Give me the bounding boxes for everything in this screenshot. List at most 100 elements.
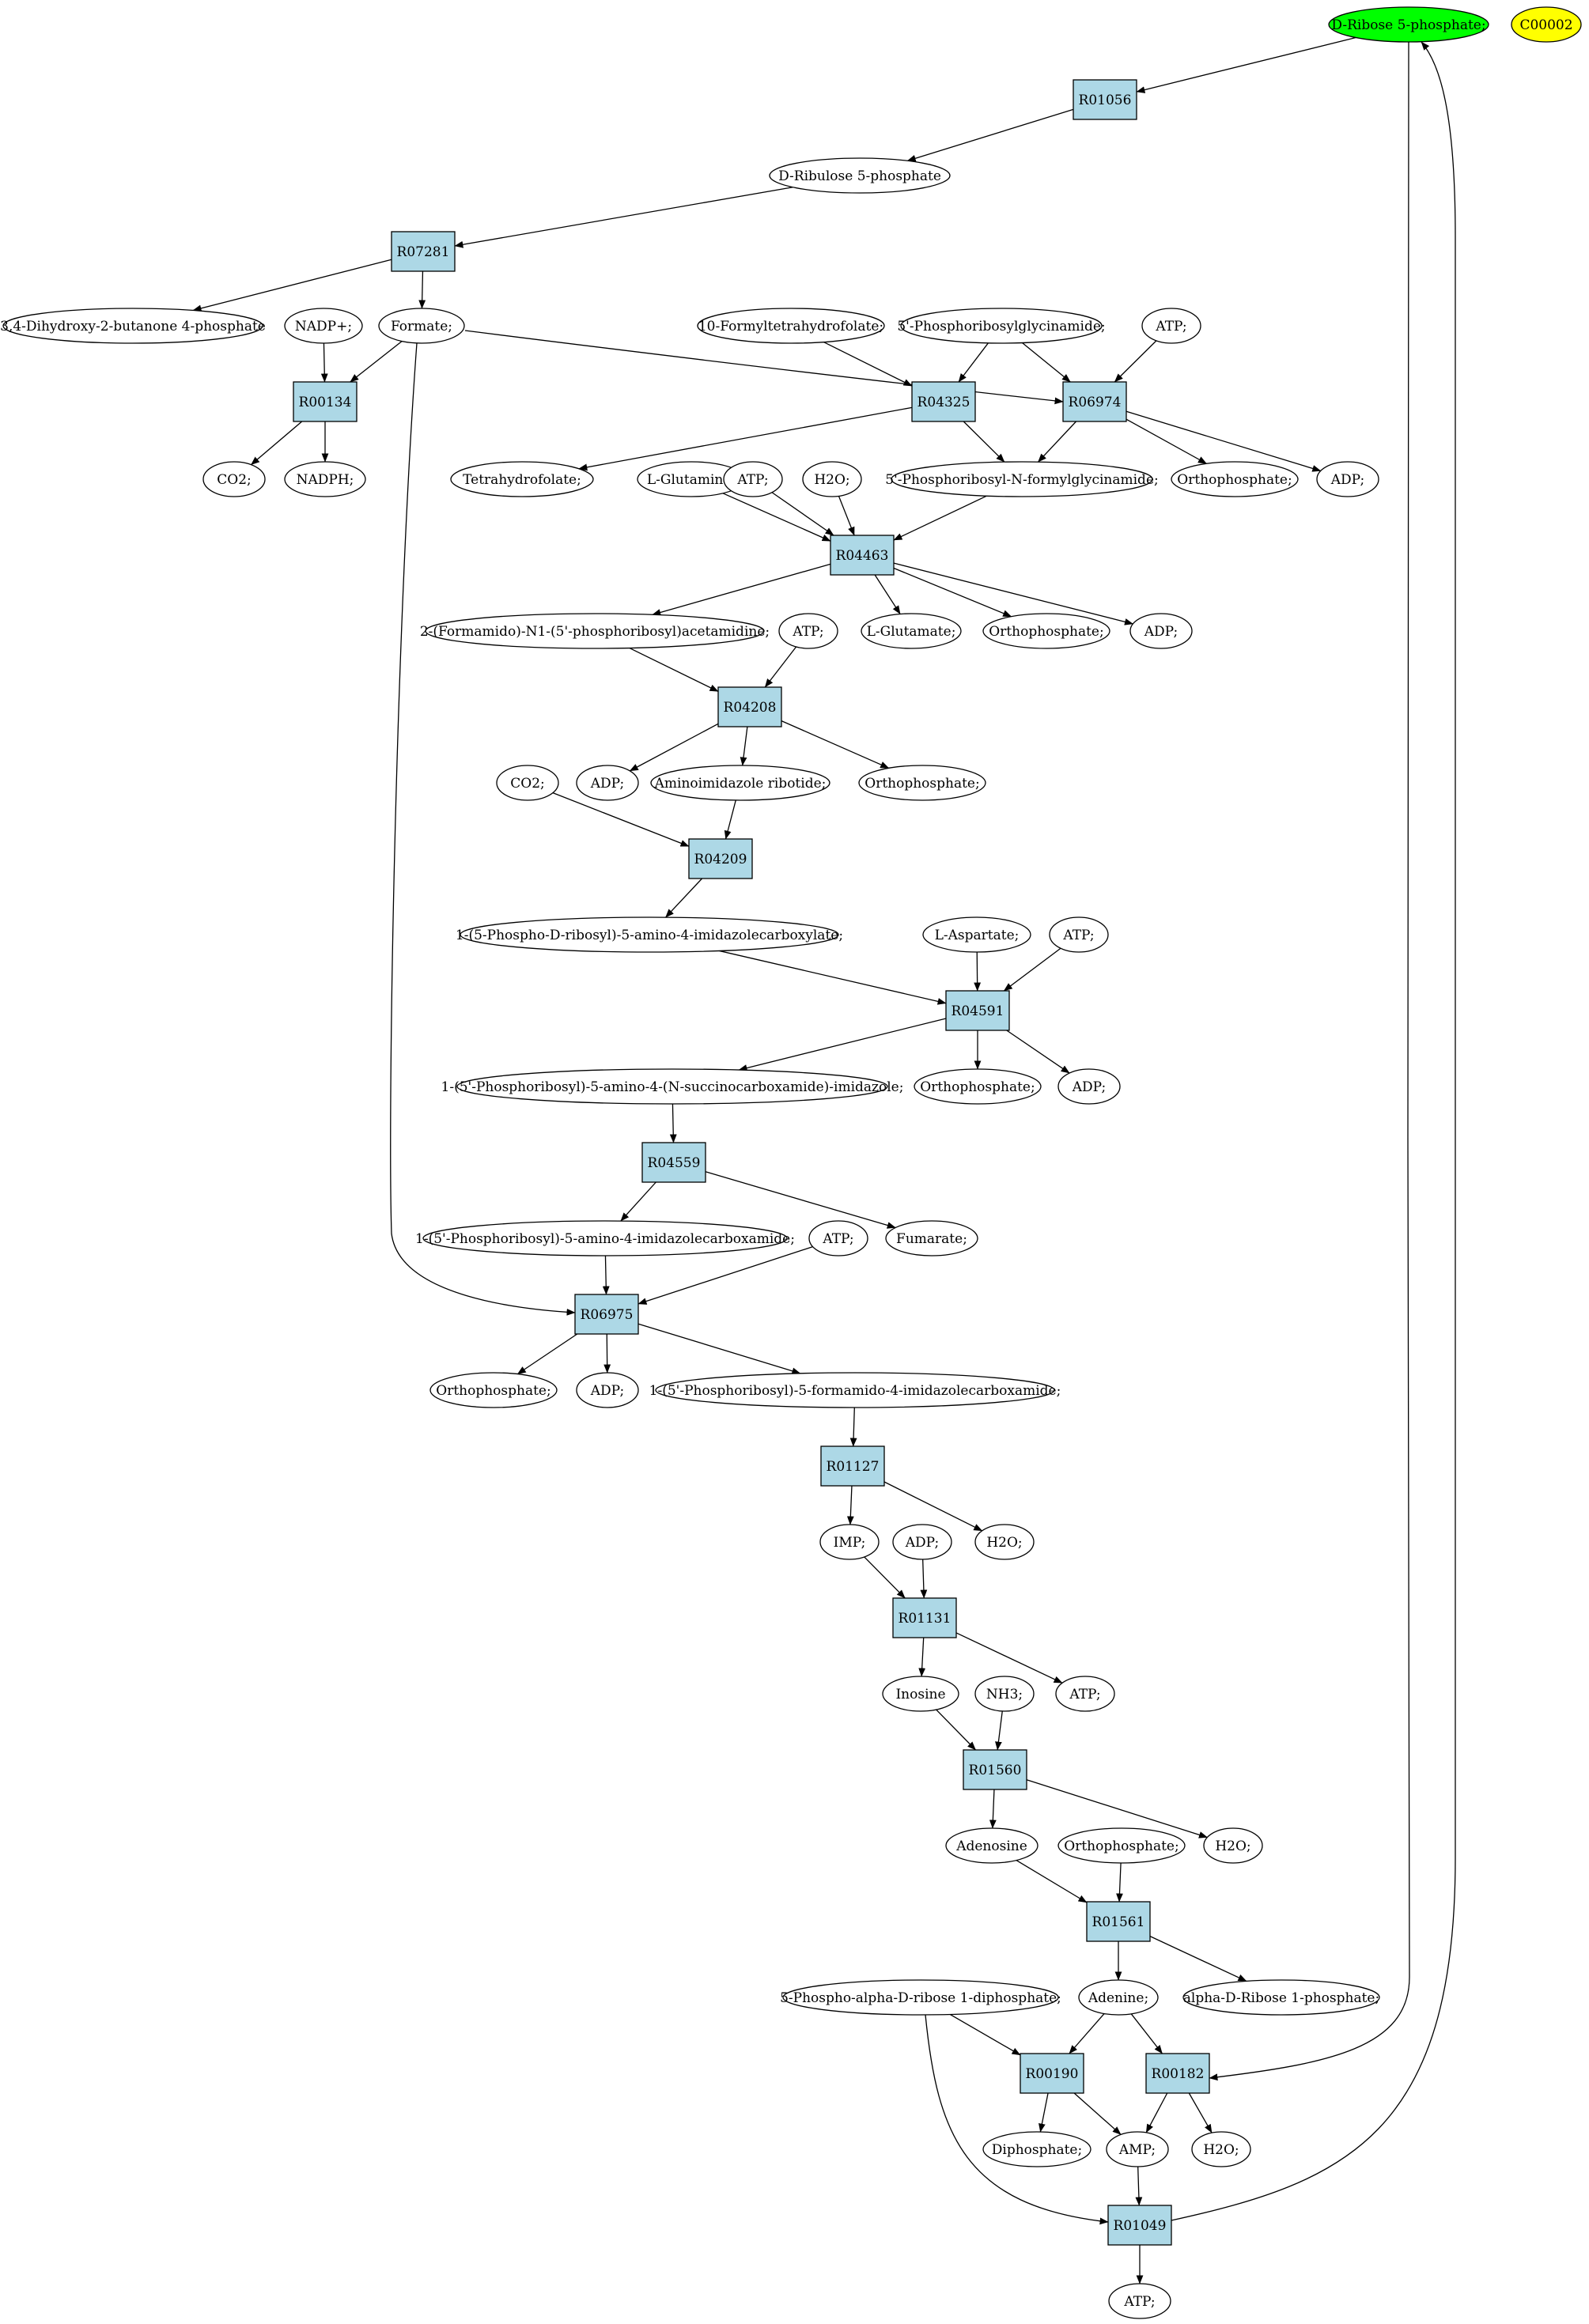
- node-label: 1-(5'-Phosphoribosyl)-5-amino-4-imidazol…: [415, 1231, 795, 1247]
- metabolite-node-adp-1[interactable]: ADP;: [1316, 461, 1379, 497]
- metabolite-node-thf[interactable]: Tetrahydrofolate;: [450, 461, 594, 497]
- metabolite-node-fumarate[interactable]: Fumarate;: [885, 1220, 978, 1256]
- reaction-node-r01049[interactable]: R01049: [1107, 2205, 1172, 2246]
- metabolite-node-ortho-3[interactable]: Orthophosphate;: [858, 765, 986, 801]
- reaction-node-r04463[interactable]: R04463: [830, 535, 895, 576]
- metabolite-node-atp-7[interactable]: ATP;: [1108, 2283, 1171, 2319]
- node-label: R06974: [1069, 395, 1122, 410]
- reaction-node-r00182[interactable]: R00182: [1145, 2053, 1210, 2094]
- metabolite-node-d-ribulose-5p[interactable]: D-Ribulose 5-phosphate: [769, 157, 951, 194]
- node-label: R04559: [648, 1155, 701, 1171]
- edge-co2-2-to-r04209: [552, 792, 690, 847]
- metabolite-node-nadph[interactable]: NADPH;: [284, 461, 366, 497]
- edge-formate-to-r06975: [390, 342, 576, 1316]
- edge-r06975-to-ortho-5: [516, 1333, 578, 1375]
- node-label: R00190: [1026, 2066, 1079, 2082]
- metabolite-node-fgar[interactable]: 5'-Phosphoribosyl-N-formylglycinamide;: [885, 461, 1159, 497]
- metabolite-node-prga[interactable]: 5'-Phosphoribosylglycinamide;: [897, 308, 1106, 344]
- metabolite-node-h2o-2[interactable]: H2O;: [974, 1524, 1035, 1560]
- metabolite-node-adp-5[interactable]: ADP;: [576, 1372, 639, 1408]
- reaction-node-r04208[interactable]: R04208: [717, 686, 782, 727]
- reaction-node-r01131[interactable]: R01131: [892, 1597, 957, 1638]
- metabolite-node-atp-4[interactable]: ATP;: [1049, 916, 1109, 953]
- metabolite-node-adp-4[interactable]: ADP;: [1057, 1068, 1121, 1105]
- node-label: ATP;: [1123, 2294, 1155, 2310]
- metabolite-node-ortho-2[interactable]: Orthophosphate;: [982, 613, 1110, 649]
- metabolite-node-faicar[interactable]: 1-(5'-Phosphoribosyl)-5-formamido-4-imid…: [649, 1372, 1061, 1408]
- node-label: 1-(5'-Phosphoribosyl)-5-amino-4-(N-succi…: [441, 1079, 904, 1095]
- metabolite-node-amp[interactable]: AMP;: [1106, 2131, 1169, 2167]
- metabolite-node-atp-2[interactable]: ATP;: [723, 461, 783, 497]
- metabolite-node-formyl-thf[interactable]: 10-Formyltetrahydrofolate;: [697, 308, 885, 344]
- reaction-node-r04591[interactable]: R04591: [945, 990, 1010, 1031]
- edge-r01560-to-h2o-3: [1026, 1779, 1208, 1838]
- metabolite-node-adenine[interactable]: Adenine;: [1078, 1979, 1159, 2016]
- metabolite-node-air[interactable]: Aminoimidazole ribotide;: [650, 765, 830, 801]
- metabolite-node-l-aspartate[interactable]: L-Aspartate;: [922, 916, 1031, 953]
- node-label: Formate;: [391, 319, 452, 334]
- metabolite-node-ortho-5[interactable]: Orthophosphate;: [429, 1372, 558, 1408]
- metabolite-node-l-glutamine[interactable]: L-Glutamine;: [637, 461, 746, 497]
- reaction-node-r01127[interactable]: R01127: [820, 1445, 885, 1487]
- metabolite-node-atp-5[interactable]: ATP;: [808, 1220, 868, 1256]
- metabolite-node-r1p[interactable]: alpha-D-Ribose 1-phosphate;: [1182, 1979, 1380, 2016]
- metabolite-node-imp[interactable]: IMP;: [819, 1524, 880, 1560]
- metabolite-node-adp-3[interactable]: ADP;: [576, 765, 639, 801]
- metabolite-ellipse: [284, 308, 363, 344]
- reaction-box: [1062, 381, 1127, 422]
- metabolite-node-inosine[interactable]: Inosine: [882, 1676, 959, 1712]
- metabolite-node-ortho-4[interactable]: Orthophosphate;: [914, 1068, 1042, 1105]
- reaction-node-r01560[interactable]: R01560: [963, 1749, 1027, 1790]
- metabolite-node-l-glutamate[interactable]: L-Glutamate;: [861, 613, 962, 649]
- metabolite-node-h2o-3[interactable]: H2O;: [1203, 1827, 1263, 1864]
- edge-fgam-to-r04208: [629, 647, 719, 692]
- metabolite-node-d-ribose-5p[interactable]: D-Ribose 5-phosphate;: [1328, 6, 1489, 43]
- edge-r06974-to-adp-1: [1126, 410, 1322, 472]
- metabolite-node-adp-2[interactable]: ADP;: [1129, 613, 1193, 649]
- metabolite-node-adenosine[interactable]: Adenosine: [945, 1827, 1039, 1864]
- metabolite-node-cair[interactable]: 1-(5-Phospho-D-ribosyl)-5-amino-4-imidaz…: [456, 916, 843, 953]
- metabolite-node-atp-3[interactable]: ATP;: [778, 613, 838, 649]
- reaction-node-r07281[interactable]: R07281: [391, 231, 456, 272]
- metabolite-node-aicar[interactable]: 1-(5'-Phosphoribosyl)-5-amino-4-imidazol…: [415, 1220, 795, 1256]
- metabolite-node-atp-6[interactable]: ATP;: [1055, 1676, 1115, 1712]
- metabolite-node-nadp[interactable]: NADP+;: [284, 308, 363, 344]
- reaction-node-r04559[interactable]: R04559: [641, 1142, 706, 1183]
- metabolite-node-c00002[interactable]: C00002: [1511, 6, 1582, 43]
- reaction-node-r00190[interactable]: R00190: [1020, 2053, 1084, 2094]
- metabolite-node-h2o-4[interactable]: H2O;: [1191, 2131, 1251, 2167]
- reaction-node-r04209[interactable]: R04209: [688, 838, 753, 879]
- node-label: Orthophosphate;: [864, 776, 979, 792]
- reaction-node-r00134[interactable]: R00134: [293, 381, 358, 422]
- metabolite-node-diphosphate[interactable]: Diphosphate;: [982, 2131, 1091, 2167]
- metabolite-ellipse: [456, 1068, 888, 1105]
- edge-amp-to-r01049: [1135, 2166, 1143, 2206]
- metabolite-node-co2-1[interactable]: CO2;: [202, 461, 266, 497]
- metabolite-node-ortho-1[interactable]: Orthophosphate;: [1171, 461, 1299, 497]
- metabolite-node-co2-2[interactable]: CO2;: [496, 765, 559, 801]
- metabolite-node-nh3[interactable]: NH3;: [974, 1676, 1035, 1712]
- metabolite-node-h2o-1[interactable]: H2O;: [802, 461, 862, 497]
- reaction-node-r04325[interactable]: R04325: [911, 381, 976, 422]
- node-label: L-Aspartate;: [935, 928, 1020, 943]
- metabolite-node-atp-1[interactable]: ATP;: [1141, 308, 1201, 344]
- metabolite-ellipse: [650, 765, 830, 801]
- metabolite-ellipse: [1171, 461, 1299, 497]
- metabolite-node-saicar[interactable]: 1-(5'-Phosphoribosyl)-5-amino-4-(N-succi…: [441, 1068, 904, 1105]
- reaction-node-r01561[interactable]: R01561: [1086, 1901, 1151, 1942]
- reaction-node-r06974[interactable]: R06974: [1062, 381, 1127, 422]
- reaction-node-r06975[interactable]: R06975: [574, 1294, 639, 1335]
- reaction-box: [688, 838, 753, 879]
- metabolite-ellipse: [808, 1220, 868, 1256]
- metabolite-ellipse: [858, 765, 986, 801]
- reaction-node-r01056[interactable]: R01056: [1073, 79, 1137, 120]
- metabolite-node-dihydroxy-butanone[interactable]: 3,4-Dihydroxy-2-butanone 4-phosphate: [0, 308, 266, 344]
- metabolite-node-formate[interactable]: Formate;: [378, 308, 465, 344]
- metabolite-node-ortho-6[interactable]: Orthophosphate;: [1057, 1827, 1186, 1864]
- reaction-box: [911, 381, 976, 422]
- metabolite-node-adp-6[interactable]: ADP;: [892, 1524, 952, 1560]
- metabolite-node-prpp[interactable]: 5-Phospho-alpha-D-ribose 1-diphosphate;: [780, 1979, 1061, 2016]
- edge-r04559-to-aicar: [620, 1181, 656, 1222]
- metabolite-node-fgam[interactable]: 2-(Formamido)-N1-(5'-phosphoribosyl)acet…: [420, 613, 770, 649]
- node-label: 5-Phospho-alpha-D-ribose 1-diphosphate;: [780, 1990, 1061, 2006]
